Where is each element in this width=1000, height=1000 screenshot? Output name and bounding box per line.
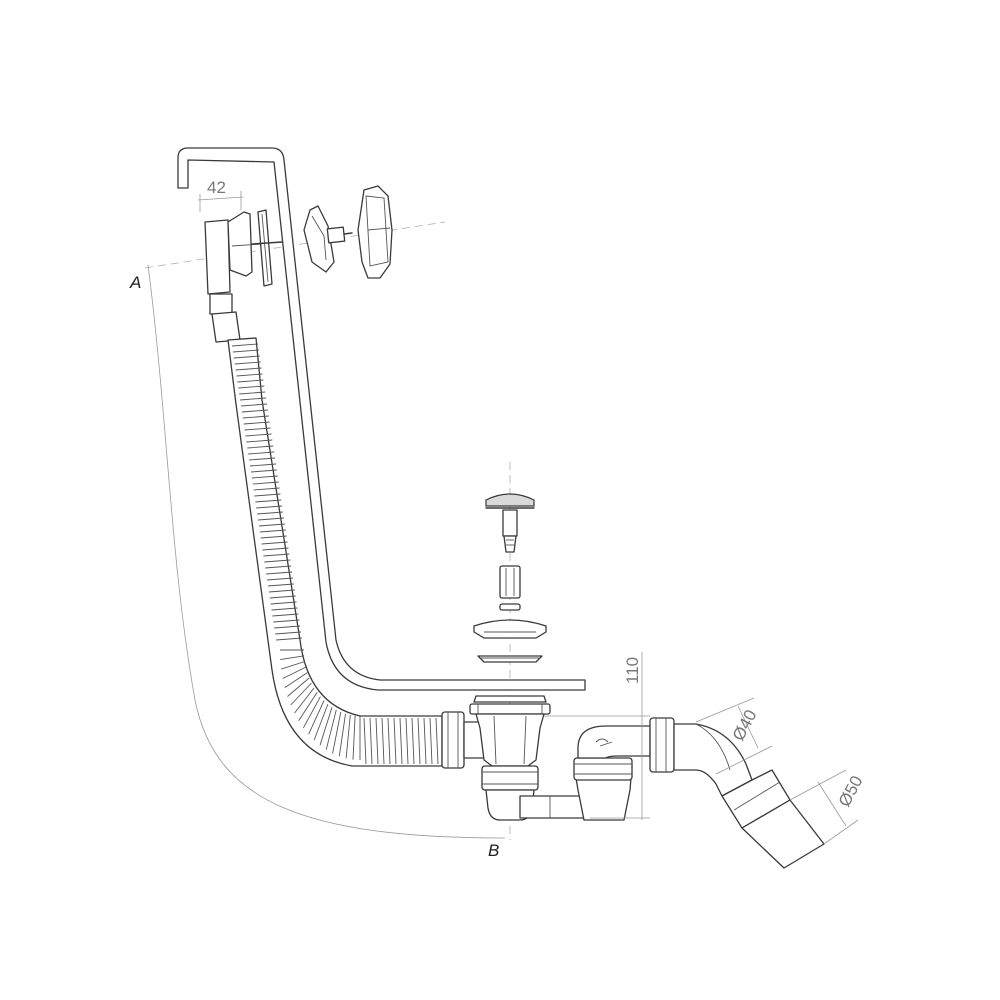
plug-washer: [499, 603, 521, 611]
a-b-arc-line: [147, 264, 506, 839]
drain-lock-nut: [469, 703, 551, 715]
plug-spring: [503, 535, 517, 553]
trap-nut-left: [481, 765, 539, 791]
overflow-screw: [326, 226, 346, 244]
drain-under-washer: [473, 695, 547, 703]
overflow-gasket: [227, 211, 253, 277]
overflow-cover-plate: [303, 205, 335, 273]
dimension-110-label: 110: [623, 657, 642, 684]
trap-body: [475, 713, 651, 821]
drain-plug-assembly: [469, 493, 551, 715]
plug-stem: [502, 509, 518, 537]
drain-flange: [473, 619, 547, 639]
overflow-axis-line: [144, 221, 446, 269]
overflow-rosette-cap: [357, 185, 393, 279]
bath-wall-profile: [177, 147, 586, 691]
plug-sleeve: [499, 565, 521, 599]
trap-drain-body: [475, 713, 545, 767]
overflow-assembly: [204, 185, 393, 315]
hose-upper-fitting: [211, 311, 241, 343]
dimension-110: 110: [544, 652, 650, 820]
hose-ribs: [231, 343, 439, 765]
hose-body: [227, 337, 443, 767]
dimension-d50-label: Ø50: [835, 773, 867, 810]
outlet-reducer: [721, 769, 791, 829]
outlet-nut: [649, 717, 675, 773]
overflow-housing: [204, 219, 231, 295]
hose-nut: [441, 711, 465, 769]
drain-seal: [477, 655, 543, 663]
trap-top-elbow: [577, 725, 651, 759]
dimension-42-label: 42: [207, 178, 226, 197]
trap-connecting-tube: [519, 795, 589, 819]
dimension-d40-label: Ø40: [729, 707, 761, 744]
outlet-assembly: [649, 717, 825, 869]
overflow-body: [209, 293, 233, 315]
plug-cap: [485, 493, 535, 507]
point-b-label: B: [488, 841, 499, 860]
point-a-label: A: [129, 273, 141, 292]
dimension-42: 42: [197, 178, 244, 212]
trap-nut-right: [573, 757, 633, 781]
corrugated-hose: [211, 311, 443, 767]
